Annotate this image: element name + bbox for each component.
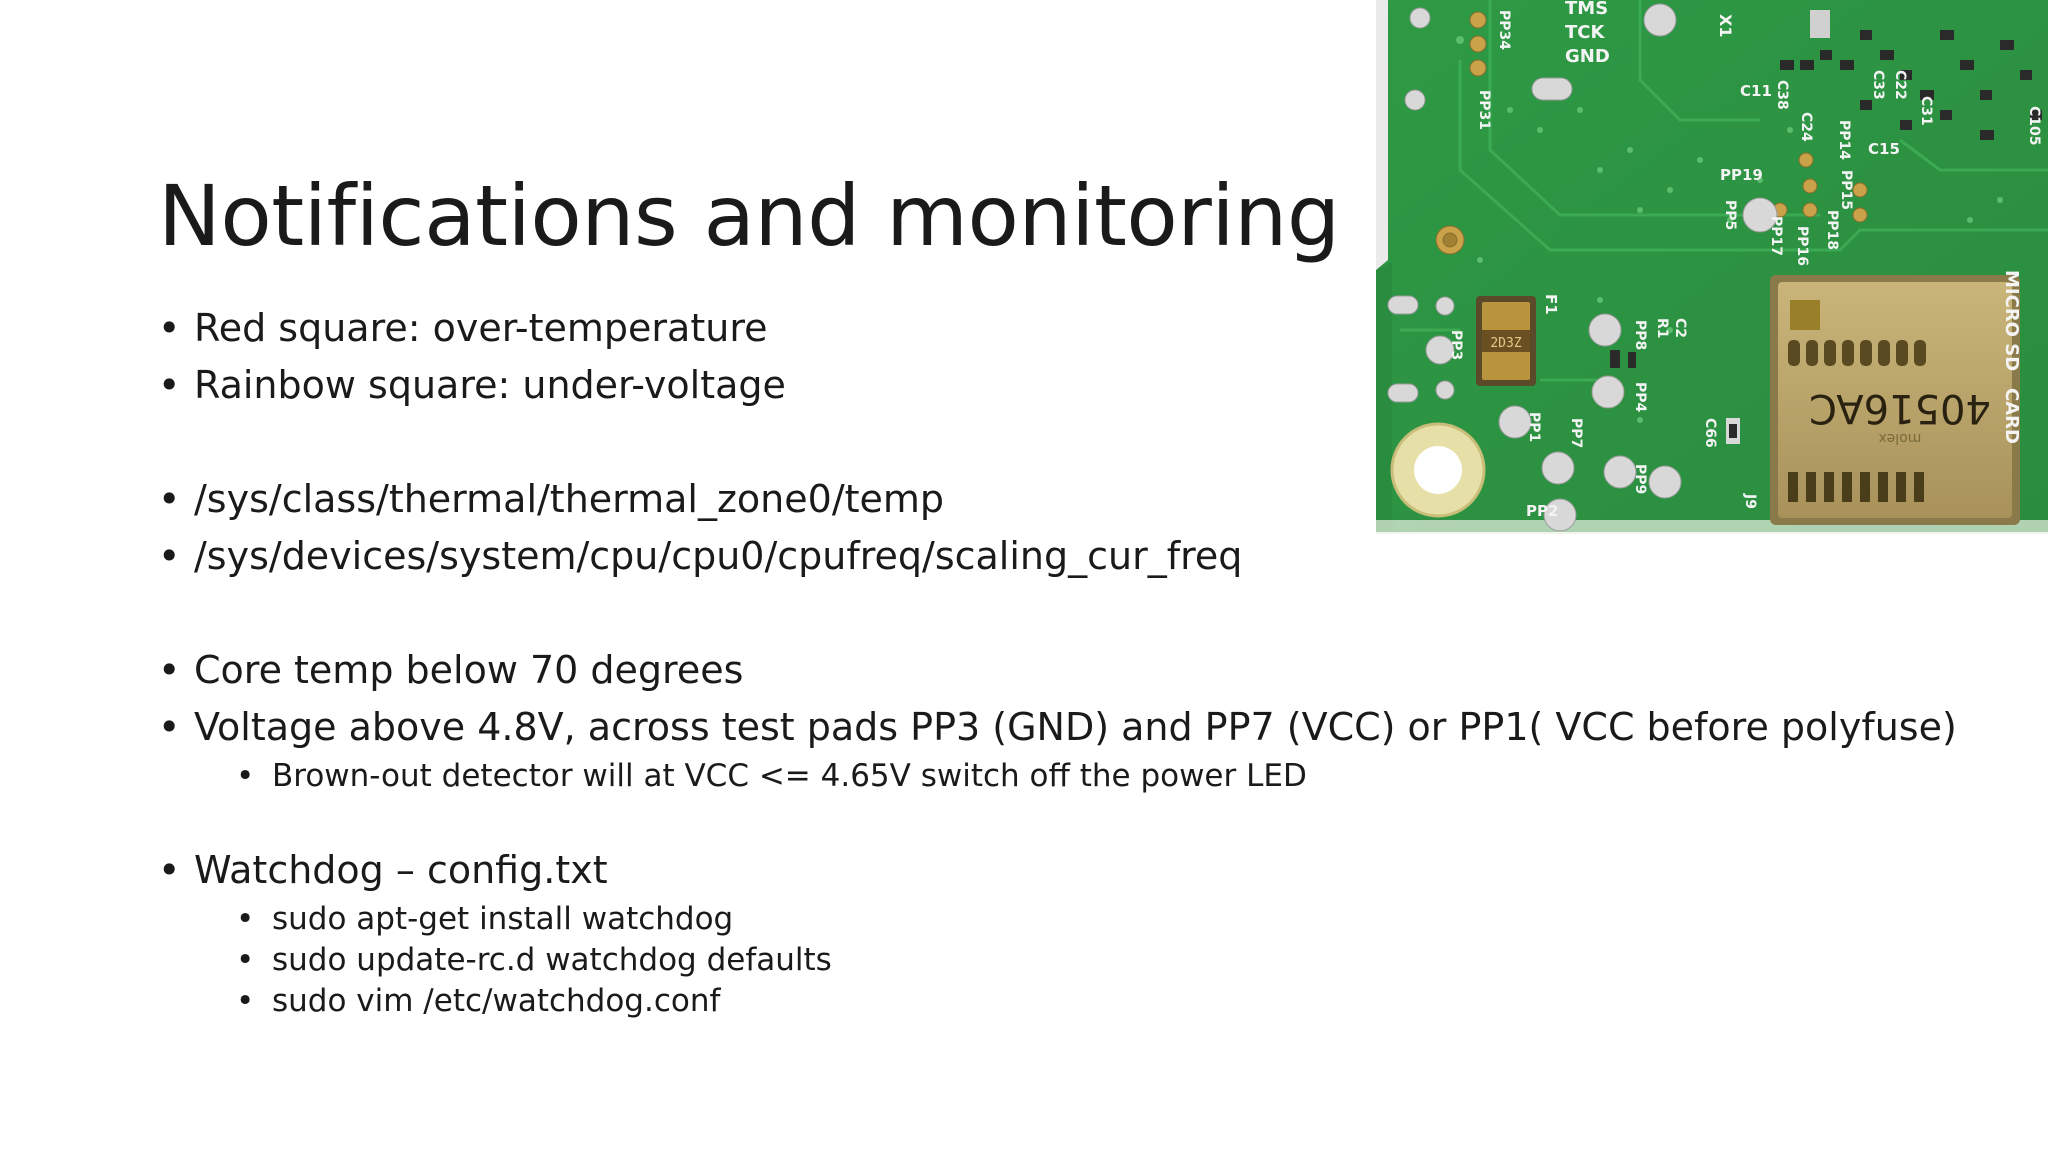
svg-text:C24: C24 bbox=[1798, 112, 1814, 142]
slide-title: Notifications and monitoring bbox=[158, 167, 1340, 266]
svg-text:X1: X1 bbox=[1716, 14, 1735, 37]
svg-text:C66: C66 bbox=[1702, 418, 1718, 448]
sub-bullet-item: sudo apt-get install watchdog bbox=[158, 899, 2018, 940]
bullet-group-status-squares: Red square: over-temperature Rainbow squ… bbox=[158, 300, 2018, 414]
bullet-item: Watchdog – config.txt bbox=[158, 842, 2018, 899]
svg-text:C15: C15 bbox=[1868, 140, 1900, 158]
bullet-group-sysfs-paths: /sys/class/thermal/thermal_zone0/temp /s… bbox=[158, 471, 2018, 585]
bullet-item: Voltage above 4.8V, across test pads PP3… bbox=[158, 699, 2018, 756]
bullet-item: Rainbow square: under-voltage bbox=[158, 357, 2018, 414]
bullet-item: /sys/class/thermal/thermal_zone0/temp bbox=[158, 471, 2018, 528]
bullet-list: Red square: over-temperature Rainbow squ… bbox=[158, 300, 2018, 1022]
gold-pads bbox=[1435, 11, 1868, 255]
svg-text:C11: C11 bbox=[1740, 82, 1772, 100]
svg-text:PP15: PP15 bbox=[1838, 170, 1854, 210]
svg-text:PP19: PP19 bbox=[1720, 166, 1763, 184]
sub-bullet-item: Brown-out detector will at VCC <= 4.65V … bbox=[158, 756, 2018, 797]
sub-bullet-item: sudo vim /etc/watchdog.conf bbox=[158, 981, 2018, 1022]
svg-text:PP14: PP14 bbox=[1836, 120, 1852, 160]
svg-text:TCK: TCK bbox=[1565, 22, 1605, 43]
sub-bullet-item: sudo update-rc.d watchdog defaults bbox=[158, 940, 2018, 981]
svg-text:PP5: PP5 bbox=[1722, 200, 1738, 230]
sd-brand-label: molex bbox=[1879, 430, 1922, 446]
svg-text:PP31: PP31 bbox=[1476, 90, 1492, 130]
bullet-item: Red square: over-temperature bbox=[158, 300, 2018, 357]
svg-text:TMS: TMS bbox=[1565, 0, 1608, 19]
svg-text:PP34: PP34 bbox=[1496, 10, 1512, 50]
svg-text:PP1: PP1 bbox=[1526, 412, 1542, 442]
svg-text:C22: C22 bbox=[1892, 70, 1908, 100]
svg-text:C33: C33 bbox=[1870, 70, 1886, 100]
svg-text:C38: C38 bbox=[1774, 80, 1790, 110]
svg-text:C31: C31 bbox=[1918, 96, 1934, 126]
svg-text:GND: GND bbox=[1565, 46, 1610, 67]
bullet-group-thresholds: Core temp below 70 degrees Voltage above… bbox=[158, 642, 2018, 797]
svg-text:PP7: PP7 bbox=[1568, 418, 1584, 448]
bullet-item: /sys/devices/system/cpu/cpu0/cpufreq/sca… bbox=[158, 528, 2018, 585]
svg-text:PP18: PP18 bbox=[1824, 210, 1840, 250]
svg-text:PP17: PP17 bbox=[1768, 216, 1784, 256]
bullet-item: Core temp below 70 degrees bbox=[158, 642, 2018, 699]
svg-text:PP16: PP16 bbox=[1794, 226, 1810, 266]
bullet-group-watchdog: Watchdog – config.txt sudo apt-get insta… bbox=[158, 842, 2018, 1022]
svg-text:C105: C105 bbox=[2026, 106, 2042, 146]
pcb-vias bbox=[1456, 36, 2003, 423]
